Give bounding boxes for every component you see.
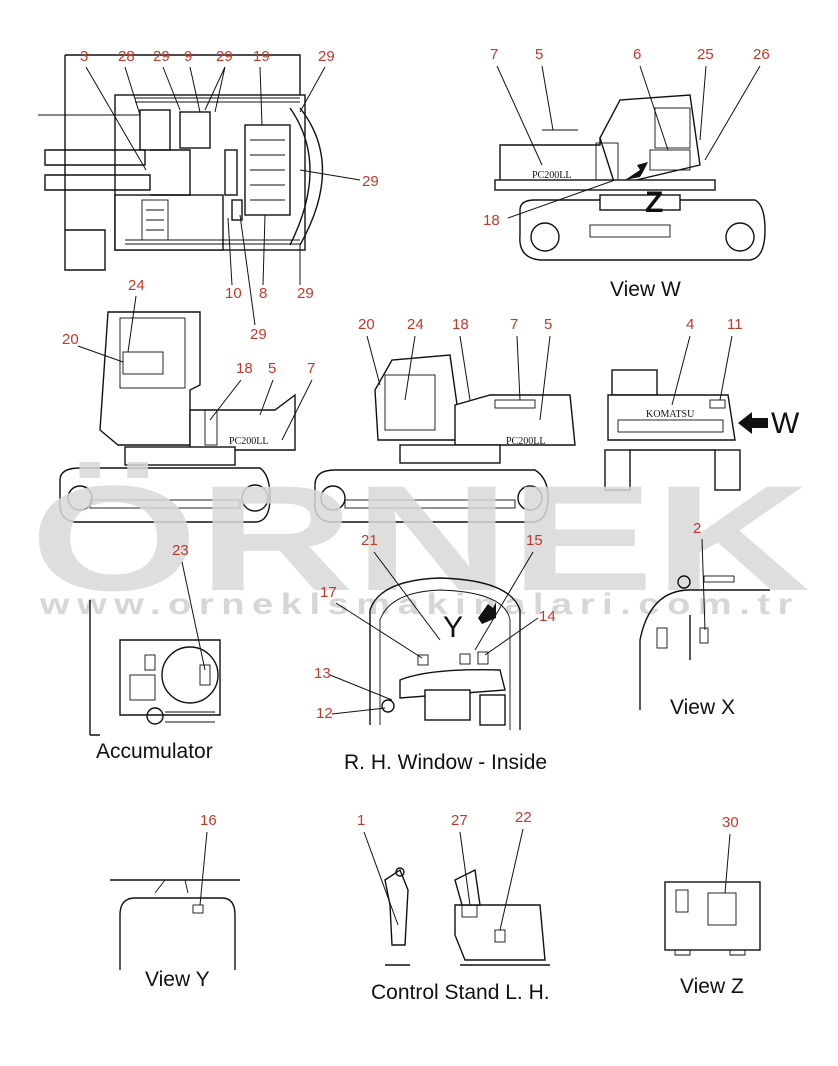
caption-view-z: View Z — [680, 975, 744, 998]
callout-9: 9 — [184, 48, 192, 65]
view-w-callouts: 7 5 6 25 26 18 — [483, 46, 770, 229]
rear-view: KOMATSU — [604, 369, 741, 491]
callout-7: 7 — [510, 316, 518, 333]
callout-29: 29 — [362, 173, 379, 190]
callout-5: 5 — [268, 360, 276, 377]
view-x — [639, 575, 770, 710]
w-arrow-marker: W — [738, 407, 800, 440]
y-marker-text: Y — [443, 611, 463, 644]
callout-11: 11 — [727, 316, 743, 333]
y-marker: Y — [443, 602, 496, 644]
side-view-right-callouts: 20 24 18 7 5 — [358, 316, 552, 421]
callout-12: 12 — [316, 705, 333, 722]
callout-25: 25 — [697, 46, 714, 63]
callout-2: 2 — [693, 520, 701, 537]
callout-20: 20 — [358, 316, 375, 333]
view-w-marker: Z — [625, 162, 663, 219]
callout-26: 26 — [753, 46, 770, 63]
callout-6: 6 — [633, 46, 641, 63]
control-stand-view — [384, 867, 550, 966]
caption-view-x: View X — [670, 696, 735, 719]
callout-13: 13 — [314, 665, 331, 682]
callout-29: 29 — [318, 48, 335, 65]
callout-15: 15 — [526, 532, 543, 549]
watermark: ÖRNEK www.orneklsmakinalari.com.tr — [30, 454, 810, 622]
callout-8: 8 — [259, 285, 267, 302]
side-view-left: PC200LL — [59, 311, 296, 523]
rh-window-view — [369, 577, 521, 730]
callout-22: 22 — [515, 809, 532, 826]
callout-21: 21 — [361, 532, 378, 549]
model-label: PC200LL — [229, 436, 268, 447]
caption-control-stand: Control Stand L. H. — [371, 981, 550, 1004]
callout-23: 23 — [172, 542, 189, 559]
caption-view-w: View W — [610, 278, 681, 301]
callout-18: 18 — [452, 316, 469, 333]
callout-19: 19 — [253, 48, 270, 65]
rear-view-callouts: 4 11 — [671, 316, 743, 406]
callout-29: 29 — [297, 285, 314, 302]
callout-5: 5 — [535, 46, 543, 63]
komatsu-label: KOMATSU — [646, 409, 695, 420]
callout-1: 1 — [357, 812, 365, 829]
callout-18: 18 — [483, 212, 500, 229]
callout-27: 27 — [451, 812, 468, 829]
callout-3: 3 — [80, 48, 88, 65]
model-label: PC200LL — [506, 436, 545, 447]
callout-16: 16 — [200, 812, 217, 829]
callout-29: 29 — [153, 48, 170, 65]
callout-24: 24 — [128, 277, 145, 294]
view-y — [110, 879, 240, 970]
callout-18: 18 — [236, 360, 253, 377]
callout-7: 7 — [490, 46, 498, 63]
callout-17: 17 — [320, 584, 337, 601]
callout-28: 28 — [118, 48, 135, 65]
callout-29: 29 — [216, 48, 233, 65]
callout-30: 30 — [722, 814, 739, 831]
w-marker: W — [771, 407, 800, 440]
z-marker: Z — [645, 186, 663, 219]
caption-accumulator: Accumulator — [96, 740, 213, 763]
callout-24: 24 — [407, 316, 424, 333]
callout-29: 29 — [250, 326, 267, 343]
watermark-word: ÖRNEK — [30, 454, 810, 622]
callout-20: 20 — [62, 331, 79, 348]
accumulator-view — [89, 600, 221, 736]
rh-window-callouts: 21 15 17 14 13 12 — [314, 532, 556, 722]
side-view-right: PC200LL — [314, 354, 576, 523]
caption-view-y: View Y — [145, 968, 210, 991]
callout-5: 5 — [544, 316, 552, 333]
caption-rh-window: R. H. Window - Inside — [344, 751, 547, 774]
view-w-machine: PC200LL — [494, 94, 766, 261]
callout-10: 10 — [225, 285, 242, 302]
top-view-machine — [38, 54, 324, 271]
callout-7: 7 — [307, 360, 315, 377]
top-view-callouts: 3 28 29 9 29 19 29 29 10 8 29 29 — [80, 48, 379, 343]
callout-14: 14 — [539, 608, 556, 625]
watermark-url: www.orneklsmakinalari.com.tr — [39, 588, 800, 621]
side-view-left-callouts: 24 20 18 5 7 — [62, 277, 315, 441]
callout-4: 4 — [686, 316, 694, 333]
model-label: PC200LL — [532, 170, 571, 181]
control-stand-callouts: 1 27 22 — [357, 809, 532, 931]
view-z — [664, 881, 761, 956]
